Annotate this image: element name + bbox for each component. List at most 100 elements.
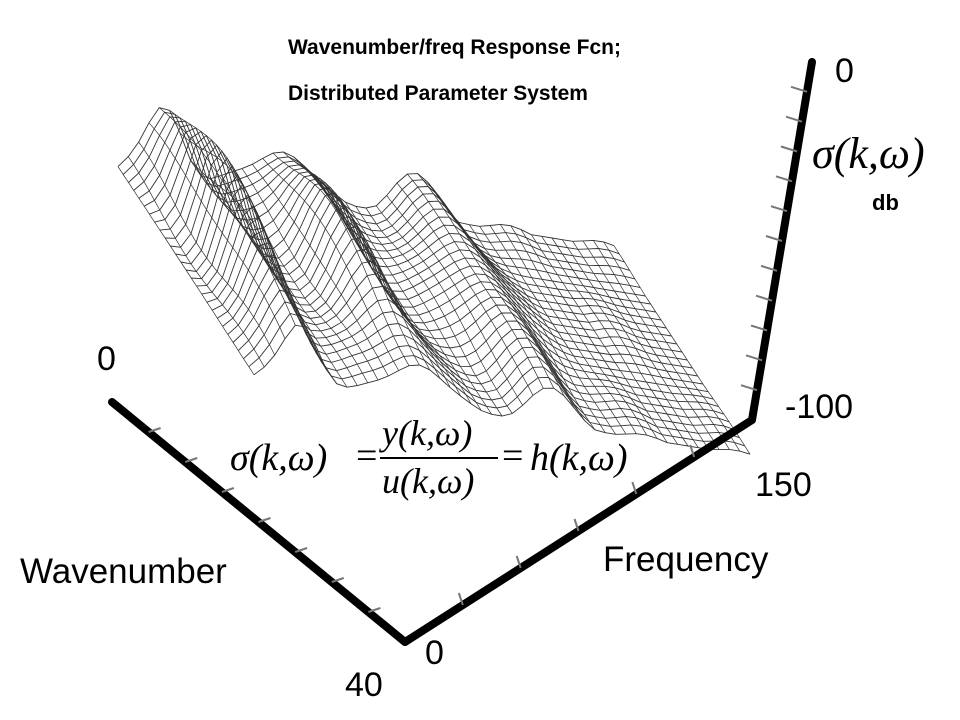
- equation-equals-2: =: [502, 435, 524, 477]
- surface-mesh-line: [324, 184, 462, 397]
- wavenumber-tick-label-start: 0: [97, 340, 116, 378]
- surface-mesh-line: [227, 267, 724, 415]
- surface-mesh-line: [222, 255, 719, 408]
- surface-mesh-line: [355, 206, 492, 415]
- surface-mesh-line: [128, 156, 265, 368]
- surface-mesh-line: [593, 240, 730, 450]
- wavenumber-axis-tick: [331, 577, 345, 583]
- equation-fraction-bar: [380, 457, 498, 459]
- surface-mesh-line: [138, 141, 276, 356]
- surface-mesh-line: [479, 226, 616, 435]
- surface-mesh-line: [458, 222, 596, 431]
- surface-mesh-line: [159, 107, 296, 326]
- response-axis-tick: [750, 324, 768, 332]
- frequency-axis-tick: [631, 481, 638, 495]
- surface-mesh-line: [386, 195, 523, 406]
- frequency-axis-tick: [515, 555, 522, 569]
- equation-numerator: y(k,ω): [382, 413, 473, 453]
- chart-title-line-2: Distributed Parameter System: [288, 82, 588, 105]
- surface-mesh-line: [582, 240, 720, 450]
- surface-mesh-line: [314, 175, 451, 388]
- z-axis-unit: db: [872, 190, 899, 215]
- wavenumber-axis-tick: [368, 607, 381, 613]
- frequency-axis-tick: [573, 518, 580, 532]
- surface-mesh-line: [231, 171, 369, 383]
- surface-mesh-line: [345, 201, 482, 411]
- surface-mesh-line: [510, 225, 648, 436]
- surface-mesh-line: [562, 239, 699, 448]
- surface-mesh-line: [117, 166, 255, 375]
- frequency-axis-label: Frequency: [603, 540, 769, 579]
- surface-mesh-line: [241, 168, 379, 381]
- equation-lhs: σ(k,ω): [230, 437, 328, 479]
- surface-mesh-line: [551, 237, 689, 447]
- surface-mesh-line: [262, 158, 400, 371]
- surface-mesh-line: [149, 130, 646, 297]
- z-tick-label-bottom: -100: [785, 388, 854, 426]
- frequency-axis-tick: [689, 444, 696, 458]
- surface-mesh-line: [541, 236, 678, 445]
- surface-mesh-line: [143, 127, 641, 288]
- z-tick-label-top: 0: [835, 52, 854, 90]
- wavenumber-tick-label-end: 40: [345, 666, 383, 704]
- transfer-function-equation: σ(k,ω) = y(k,ω) u(k,ω) = h(k,ω): [230, 412, 650, 502]
- response-axis-tick: [765, 235, 783, 242]
- chart-title-line-1: Wavenumber/freq Response Fcn;: [288, 36, 621, 59]
- response-surface-mesh: [117, 107, 751, 455]
- surface-mesh-line: [448, 211, 585, 421]
- wavenumber-axis-tick: [221, 487, 235, 493]
- surface-mesh-line: [365, 207, 503, 417]
- surface-mesh-line: [417, 173, 555, 389]
- wavenumber-axis-tick: [258, 517, 271, 523]
- surface-mesh-line: [500, 224, 637, 434]
- surface-mesh-line: [217, 242, 714, 400]
- surface-mesh-line: [531, 234, 668, 443]
- surface-mesh-line: [407, 173, 544, 389]
- equation-equals-1: =: [356, 435, 378, 477]
- response-axis-tick: [790, 85, 808, 93]
- z-axis-symbol: σ(k,ω): [812, 129, 925, 178]
- surface-mesh-line: [179, 132, 317, 347]
- surface-mesh-line: [232, 278, 730, 423]
- response-axis-tick: [745, 354, 763, 362]
- surface-mesh-line: [520, 229, 658, 439]
- frequency-tick-label-end: 150: [755, 466, 812, 504]
- response-axis-tick: [755, 294, 773, 302]
- surface-mesh-line: [376, 205, 513, 414]
- surface-mesh-line: [252, 164, 389, 377]
- surface-mesh-line: [469, 224, 606, 433]
- surface-mesh-line: [211, 229, 709, 393]
- response-axis-tick: [785, 115, 803, 123]
- surface-mesh-line: [210, 178, 348, 388]
- response-axis-tick: [770, 205, 788, 213]
- equation-denominator: u(k,ω): [382, 461, 475, 501]
- surface-mesh-line: [572, 241, 709, 450]
- surface-mesh-line: [438, 196, 575, 409]
- surface-mesh-line: [169, 110, 307, 328]
- surface-mesh-line: [427, 182, 565, 396]
- surface-mesh-line: [221, 175, 358, 386]
- surface-mesh-line: [272, 152, 410, 366]
- surface-mesh-line: [603, 241, 740, 452]
- surface-mesh-line: [200, 175, 337, 384]
- response-axis-tick: [740, 384, 758, 392]
- surface-mesh-line: [334, 193, 472, 404]
- frequency-axis-tick: [457, 592, 464, 606]
- surface-mesh-line: [190, 159, 327, 370]
- surface-mesh-line: [613, 245, 751, 455]
- response-axis-tick: [760, 264, 778, 272]
- surface-mesh-line: [165, 144, 662, 321]
- wavenumber-axis-tick: [148, 427, 161, 433]
- surface-mesh-line: [170, 150, 667, 329]
- surface-mesh-line: [148, 122, 286, 339]
- response-axis-tick: [780, 145, 798, 153]
- surface-mesh-line: [396, 182, 534, 396]
- wavenumber-axis-tick: [184, 457, 198, 463]
- wavenumber-axis-label: Wavenumber: [20, 552, 227, 591]
- response-axis-tick: [775, 175, 793, 183]
- surface-mesh-line: [175, 157, 672, 337]
- surface-mesh-line: [138, 124, 636, 280]
- surface-mesh-line: [489, 225, 627, 435]
